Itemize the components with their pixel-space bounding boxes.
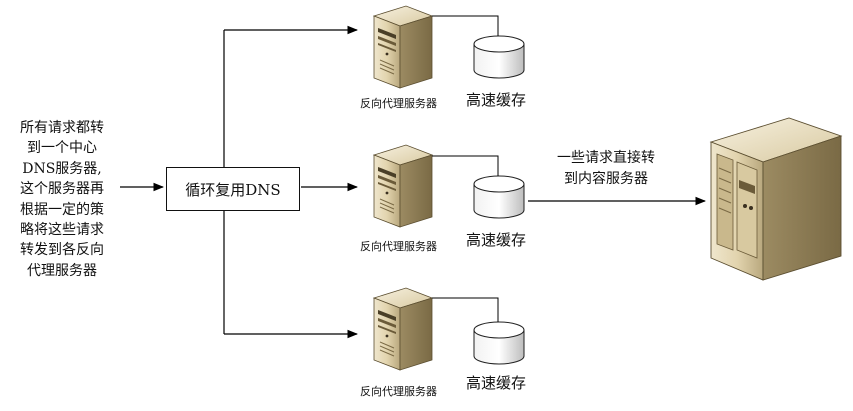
server-cache-link-bottom xyxy=(432,297,499,322)
cache-label-top: 高速缓存 xyxy=(466,91,527,109)
server-cache-link-top xyxy=(432,15,499,36)
cache-disk-icon-middle xyxy=(473,175,525,219)
proxy-server-label-top: 反向代理服务器 xyxy=(360,97,437,110)
content-server-icon xyxy=(709,117,843,281)
intro-line: 这个服务器再 xyxy=(20,181,104,198)
cache-disk-icon-top xyxy=(473,35,525,79)
intro-line: 到一个中心 xyxy=(27,140,97,157)
intro-line: 根据一定的策 xyxy=(20,201,104,218)
round-robin-dns-box: 循环复用DNS xyxy=(166,167,300,211)
cache-label-middle: 高速缓存 xyxy=(466,231,527,249)
direct-request-text: 一些请求直接转 到内容服务器 xyxy=(536,148,676,190)
server-cache-link-middle xyxy=(432,155,499,176)
intro-line: DNS服务器, xyxy=(22,160,102,177)
direct-line: 到内容服务器 xyxy=(564,171,648,187)
intro-line: 略将这些请求 xyxy=(20,222,104,239)
proxy-server-icon-top xyxy=(373,5,433,89)
intro-text: 所有请求都转 到一个中心 DNS服务器, 这个服务器再 根据一定的策 略将这些请… xyxy=(6,118,118,281)
proxy-server-icon-bottom xyxy=(373,287,433,371)
intro-line: 代理服务器 xyxy=(27,262,97,279)
round-robin-dns-label: 循环复用DNS xyxy=(185,180,281,199)
direct-line: 一些请求直接转 xyxy=(557,150,655,166)
intro-line: 转发到各反向 xyxy=(20,242,104,259)
cache-disk-icon-bottom xyxy=(473,321,525,365)
proxy-server-label-middle: 反向代理服务器 xyxy=(360,240,437,253)
cache-label-bottom: 高速缓存 xyxy=(466,374,527,392)
proxy-server-label-bottom: 反向代理服务器 xyxy=(360,385,437,398)
proxy-server-icon-middle xyxy=(373,144,433,228)
intro-line: 所有请求都转 xyxy=(20,120,104,136)
